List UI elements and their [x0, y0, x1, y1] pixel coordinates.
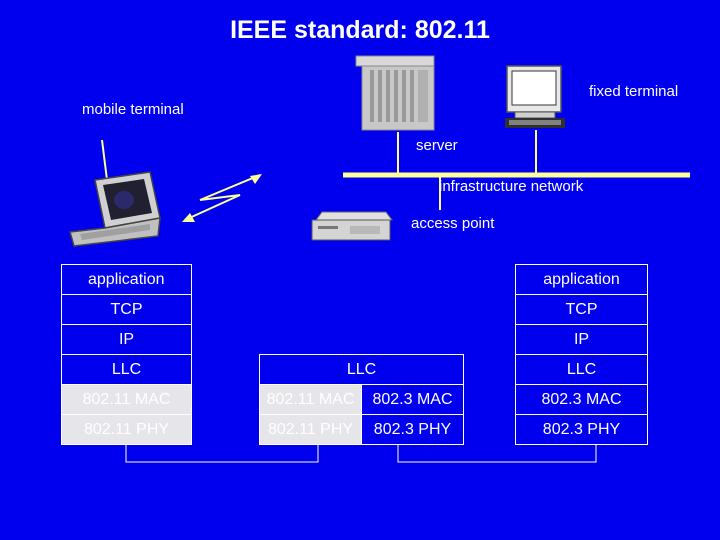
fixed-application-layer: application — [515, 264, 648, 295]
mobile-phy-layer: 802.11 PHY — [61, 414, 192, 445]
ap-wlan-mac-layer: 802.11 MAC — [259, 384, 362, 415]
ap-lan-mac-layer: 802.3 MAC — [361, 384, 464, 415]
server-label: server — [416, 137, 458, 154]
infrastructure-network-label: infrastructure network — [439, 178, 583, 195]
fixed-terminal-icon — [505, 66, 565, 128]
mobile-application-layer: application — [61, 264, 192, 295]
ap-wlan-phy-layer: 802.11 PHY — [259, 414, 362, 445]
access-point-label: access point — [411, 215, 494, 232]
fixed-terminal-label: fixed terminal — [589, 83, 678, 100]
wired-connection-line — [398, 444, 596, 462]
fixed-llc-layer: LLC — [515, 354, 648, 385]
mobile-ip-layer: IP — [61, 324, 192, 355]
access-point-icon — [312, 212, 392, 240]
ap-lan-phy-layer: 802.3 PHY — [361, 414, 464, 445]
mobile-mac-layer: 802.11 MAC — [61, 384, 192, 415]
fixed-tcp-layer: TCP — [515, 294, 648, 325]
radio-link-arrow-icon — [182, 174, 262, 222]
ap-llc-layer: LLC — [259, 354, 464, 385]
fixed-phy-layer: 802.3 PHY — [515, 414, 648, 445]
wireless-connection-line — [126, 444, 318, 462]
mobile-llc-layer: LLC — [61, 354, 192, 385]
mobile-terminal-label: mobile terminal — [82, 101, 184, 118]
mobile-terminal-icon — [70, 140, 160, 246]
fixed-mac-layer: 802.3 MAC — [515, 384, 648, 415]
server-icon — [356, 56, 434, 130]
mobile-tcp-layer: TCP — [61, 294, 192, 325]
fixed-ip-layer: IP — [515, 324, 648, 355]
